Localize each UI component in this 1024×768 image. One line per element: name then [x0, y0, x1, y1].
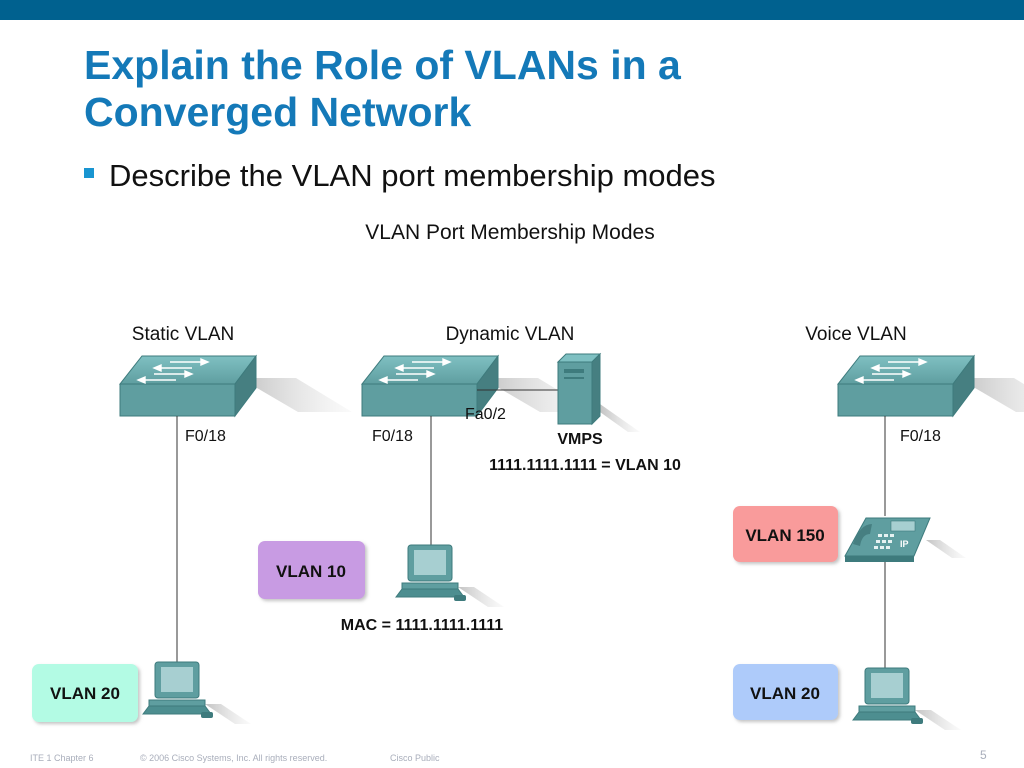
dynamic-port-label: F0/18	[372, 428, 413, 445]
dynamic-pc-icon	[395, 544, 505, 608]
voice-vlan-section: Voice VLAN F0/18 VLAN 150 IP VLAN 20	[733, 324, 1024, 731]
dynamic-mac-label: MAC = 1111.1111.1111	[341, 617, 504, 634]
data-vlan-tag	[733, 664, 838, 720]
voice-vlan-tag	[733, 506, 838, 562]
footer-course: ITE 1 Chapter 6	[30, 753, 94, 763]
dynamic-vlan-tag	[258, 541, 365, 599]
dynamic-vlan-tag-text: VLAN 10	[276, 562, 346, 581]
ip-phone-icon: IP	[844, 517, 966, 562]
static-vlan-label: Static VLAN	[132, 324, 234, 345]
static-vlan-tag-text: VLAN 20	[50, 684, 120, 703]
dynamic-server-port-label: Fa0/2	[465, 406, 506, 423]
static-vlan-section: Static VLAN F0/18 VLAN 20	[32, 324, 353, 725]
ip-phone-badge: IP	[900, 539, 909, 549]
diagram-heading: VLAN Port Membership Modes	[365, 221, 654, 244]
slide-title: Explain the Role of VLANs in a Converged…	[84, 42, 984, 136]
static-switch-icon	[119, 355, 353, 417]
data-vlan-tag-text: VLAN 20	[750, 684, 820, 703]
voice-port-label: F0/18	[900, 428, 941, 445]
voice-vlan-tag-text: VLAN 150	[745, 526, 824, 545]
vmps-server-icon	[556, 352, 640, 432]
square-bullet-icon	[84, 168, 94, 178]
static-vlan-tag	[32, 664, 138, 722]
vmps-mapping-text: 1111.1111.1111 = VLAN 10	[489, 457, 681, 474]
bullet-item: Describe the VLAN port membership modes	[84, 156, 715, 196]
slide-title-line-2: Converged Network	[84, 89, 472, 135]
top-banner	[0, 0, 1024, 20]
bullet-text: Describe the VLAN port membership modes	[109, 158, 716, 193]
footer-copyright: © 2006 Cisco Systems, Inc. All rights re…	[140, 753, 328, 763]
page-number: 5	[980, 748, 987, 762]
dynamic-vlan-section: Dynamic VLAN Fa0/2 F0/18 VMPS 1111.1111.…	[258, 324, 681, 634]
static-pc-icon	[142, 661, 252, 725]
vmps-server-name: VMPS	[557, 431, 603, 448]
voice-pc-icon	[852, 667, 962, 731]
dynamic-vlan-label: Dynamic VLAN	[446, 324, 575, 345]
voice-vlan-label: Voice VLAN	[805, 324, 906, 345]
static-port-label: F0/18	[185, 428, 226, 445]
footer-classification: Cisco Public	[390, 753, 440, 763]
slide-title-line-1: Explain the Role of VLANs in a	[84, 42, 681, 88]
voice-switch-icon	[837, 355, 1024, 417]
